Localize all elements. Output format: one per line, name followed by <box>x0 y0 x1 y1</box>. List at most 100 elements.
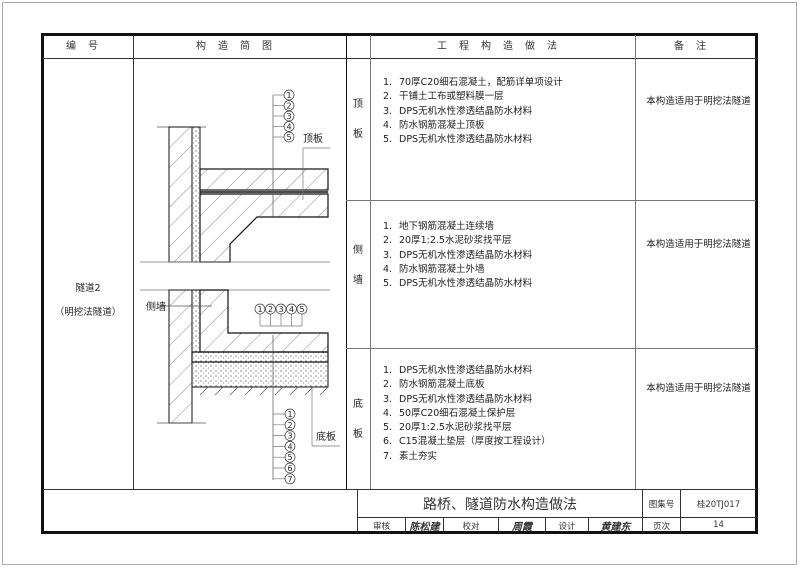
header-method: 工程构造做法 <box>437 41 569 52</box>
list-item: 5.DPS无机水性渗透结晶防水材料 <box>383 134 533 146</box>
marker-number: 3 <box>287 432 292 441</box>
marker-number: 4 <box>289 305 294 314</box>
list-item: 1.地下钢筋混凝土连续墙 <box>383 221 495 232</box>
page-label: 页次 <box>652 522 670 532</box>
list-item: 5.DPS无机水性渗透结晶防水材料 <box>383 278 533 290</box>
list-item: 7.素土夯实 <box>383 450 438 462</box>
list-item: 5.20厚1:2.5水泥砂浆找平层 <box>383 422 512 434</box>
title-block-divider <box>545 517 546 533</box>
marker-circle <box>284 451 296 463</box>
column-divider <box>133 35 134 489</box>
title-block-divider <box>405 517 406 533</box>
header-remarks: 备注 <box>674 41 718 52</box>
header-number: 编号 <box>66 41 110 52</box>
marker-circle <box>283 89 295 101</box>
column-divider <box>346 35 347 489</box>
drawing-frame <box>41 33 758 534</box>
marker-number: 5 <box>286 133 291 142</box>
floor-markers: 1 2 34 5 6 7 <box>273 408 296 485</box>
marker-number: 4 <box>287 442 292 451</box>
column-divider <box>370 35 371 489</box>
marker-circle <box>284 408 296 420</box>
entry-name: 隧道2 <box>75 283 101 294</box>
list-item: 6.C15混凝土垫层（厚度按工程设计） <box>383 436 551 448</box>
list-item: 2.防水钢筋混凝土底板 <box>383 379 485 391</box>
design-signature: 黄建东 <box>600 522 631 533</box>
marker-circle <box>265 303 276 315</box>
roof-method-list: 1.70厚C20细石混凝土，配筋详单项设计 2.干铺土工布或塑料膜一层 3.DP… <box>383 76 563 147</box>
roof-detail <box>140 95 330 263</box>
section-label-roof: 顶板 <box>353 99 363 140</box>
list-item: 4.防水钢筋混凝土顶板 <box>383 119 485 131</box>
marker-circle <box>284 462 296 474</box>
floor-label: 底板 <box>316 430 336 443</box>
marker-number: 1 <box>287 410 292 419</box>
marker-number: 6 <box>287 464 292 473</box>
title-block-divider <box>443 517 444 533</box>
list-item: 1.DPS无机水性渗透结晶防水材料 <box>383 365 533 376</box>
review-signature: 陈松建 <box>409 522 440 533</box>
marker-circle <box>283 121 295 132</box>
title-block-divider <box>680 489 681 533</box>
title-block-edge <box>357 489 358 533</box>
list-item: 4.50厚C20细石混凝土保护层 <box>383 407 516 419</box>
floor-method-list: 1.DPS无机水性渗透结晶防水材料 2.防水钢筋混凝土底板 3.DPS无机水性渗… <box>383 364 551 464</box>
section-label-wall: 侧墙 <box>353 245 363 286</box>
marker-number: 5 <box>299 305 304 314</box>
wall-floor-detail <box>140 289 340 480</box>
wall-label: 侧墙 <box>146 300 166 313</box>
marker-circle <box>284 430 296 441</box>
title-block-divider <box>588 517 589 533</box>
section-label-floor: 底板 <box>353 399 363 440</box>
check-signature: 周霞 <box>512 522 532 533</box>
drawing-title: 路桥、隧道防水构造做法 <box>423 497 577 513</box>
title-block-row-divider <box>357 517 756 518</box>
list-item: 4.防水钢筋混凝土外墙 <box>383 263 485 275</box>
header-divider <box>43 58 756 59</box>
title-block-divider <box>498 517 499 533</box>
row-divider <box>346 200 756 201</box>
list-item: 2.干铺土工布或塑料膜一层 <box>383 91 504 103</box>
list-item: 2.20厚1:2.5水泥砂浆找平层 <box>383 235 512 247</box>
marker-number: 2 <box>287 421 292 430</box>
page-number: 14 <box>713 520 724 530</box>
title-block-divider <box>642 489 643 533</box>
review-label: 审核 <box>372 522 390 532</box>
title-block-divider <box>43 489 756 490</box>
list-item: 3.DPS无机水性渗透结晶防水材料 <box>383 393 533 405</box>
marker-circle <box>284 441 296 452</box>
row-divider <box>346 348 756 349</box>
marker-circle <box>284 419 296 431</box>
list-item: 3.DPS无机水性渗透结晶防水材料 <box>383 249 533 261</box>
entry-subtitle: （明挖法隧道） <box>54 307 122 318</box>
roof-label: 顶板 <box>303 132 323 145</box>
marker-circle <box>296 303 308 315</box>
marker-number: 1 <box>257 305 262 314</box>
design-label: 设计 <box>558 522 576 532</box>
atlas-label: 图集号 <box>648 500 675 510</box>
marker-number: 2 <box>286 102 291 111</box>
atlas-number: 桂20TJ017 <box>696 500 741 510</box>
check-label: 校对 <box>462 522 480 532</box>
header-diagram: 构造简图 <box>196 41 284 52</box>
marker-number: 7 <box>287 475 292 484</box>
wall-method-list: 1.地下钢筋混凝土连续墙 2.20厚1:2.5水泥砂浆找平层 3.DPS无机水性… <box>383 220 532 291</box>
marker-circle <box>286 303 297 315</box>
floor-remark: 本构造适用于明挖法隧道 <box>646 383 751 394</box>
marker-number: 1 <box>286 91 291 100</box>
marker-number: 5 <box>287 453 292 462</box>
marker-circle <box>283 110 295 122</box>
marker-circle <box>275 303 287 315</box>
marker-circle <box>284 473 296 485</box>
wall-remark: 本构造适用于明挖法隧道 <box>646 239 751 250</box>
column-divider <box>635 35 636 489</box>
list-item: 1.70厚C20细石混凝土，配筋详单项设计 <box>383 77 563 88</box>
marker-circle <box>283 100 295 111</box>
list-item: 3.DPS无机水性渗透结晶防水材料 <box>383 105 533 117</box>
marker-number: 3 <box>286 112 291 121</box>
marker-number: 2 <box>268 305 273 314</box>
